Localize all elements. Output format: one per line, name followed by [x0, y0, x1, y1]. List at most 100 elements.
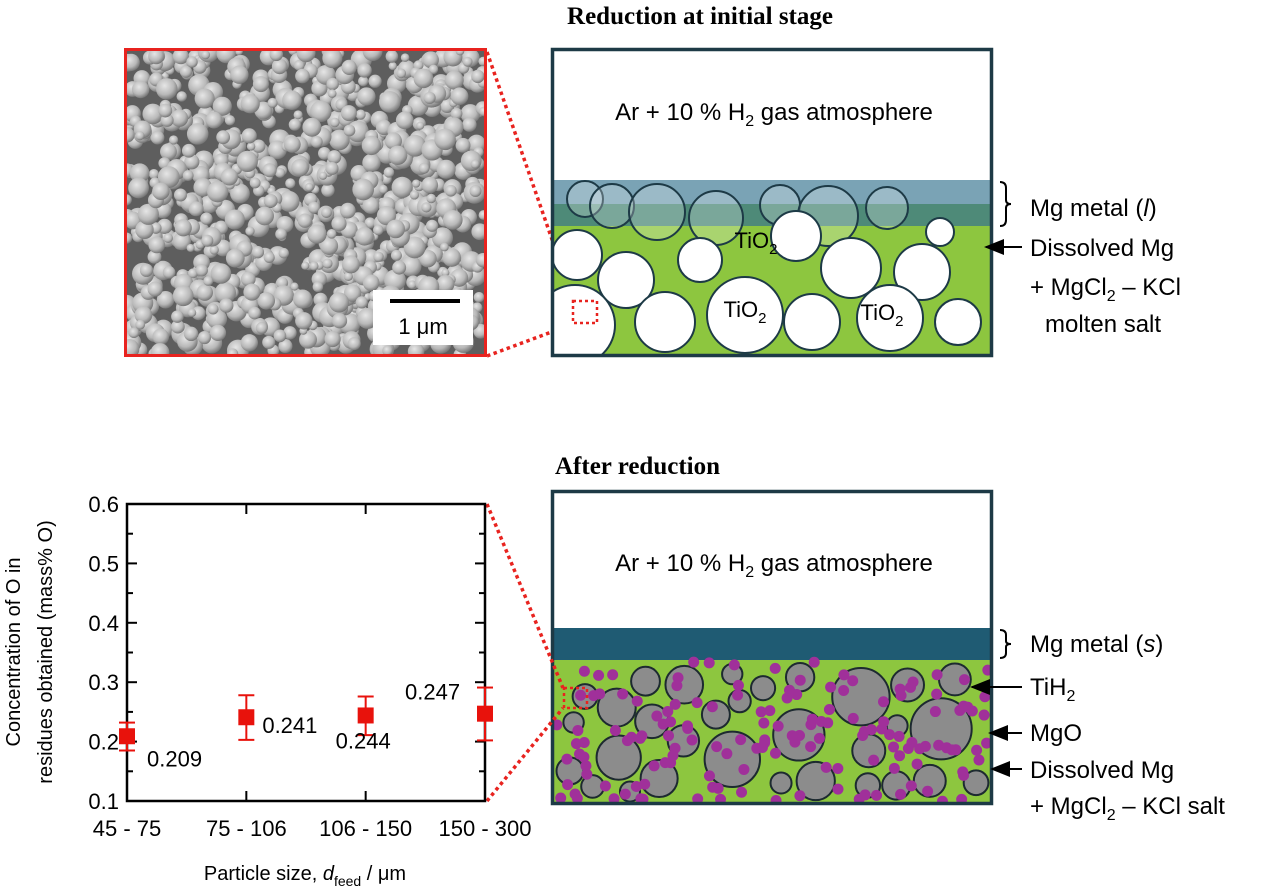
sem-grain — [340, 105, 357, 122]
sem-grain — [148, 236, 166, 254]
data-point: 0.209 — [119, 721, 202, 771]
sem-grain — [460, 104, 481, 124]
sem-grain — [183, 326, 199, 342]
tio2-particle — [589, 183, 635, 229]
sem-grain — [307, 224, 327, 244]
sem-grain — [355, 296, 368, 309]
data-label: 0.241 — [262, 713, 317, 738]
sem-grain — [312, 281, 324, 293]
sem-grain — [362, 197, 380, 214]
tih2-particle — [769, 771, 793, 795]
sem-grain — [135, 319, 146, 330]
mgo-particle — [630, 780, 642, 792]
marker-square — [238, 709, 255, 726]
sem-grain — [214, 282, 237, 304]
sem-grain — [425, 219, 439, 232]
mgo-particle — [770, 794, 782, 803]
mgo-particle — [721, 748, 733, 760]
sem-grain — [171, 319, 185, 334]
zoom-region-marker — [562, 686, 589, 710]
sem-grain — [436, 159, 456, 179]
marker-square — [357, 707, 374, 724]
sem-grain — [475, 252, 485, 268]
sem-grain — [322, 50, 343, 69]
top-panel-title: Reduction at initial stage — [567, 3, 833, 30]
mgo-particle — [621, 735, 633, 747]
sem-grain — [200, 212, 213, 225]
sem-grain — [310, 135, 323, 148]
mg-metal-liquid-label: Mg metal (l) — [1030, 195, 1157, 222]
tio2-particle — [925, 217, 955, 247]
sem-grain — [126, 53, 140, 72]
y-tick-label: 0.6 — [88, 492, 119, 517]
mgo-particle — [569, 788, 581, 800]
sem-grain — [407, 343, 425, 355]
sem-grain — [299, 330, 317, 349]
sem-grain — [224, 115, 236, 126]
sem-grain — [203, 275, 214, 286]
mgo-particle — [982, 664, 991, 676]
sem-grain — [201, 234, 214, 247]
sem-grain — [255, 322, 268, 334]
sem-grain — [418, 162, 430, 174]
sem-grain — [273, 329, 287, 343]
sem-grain — [291, 158, 309, 177]
mgo-particle — [957, 766, 969, 778]
sem-grain — [209, 245, 219, 255]
mgo-particle — [871, 789, 883, 801]
mgo-particle — [805, 741, 817, 753]
y-tick-label: 0.3 — [88, 670, 119, 695]
sem-grain — [412, 179, 421, 188]
mgo-particle — [706, 701, 718, 713]
sem-grain — [362, 153, 381, 173]
sem-grain — [160, 143, 177, 161]
sem-grain — [186, 243, 195, 253]
mgo-particle — [958, 674, 970, 686]
sem-grain — [382, 345, 393, 355]
sem-grain — [262, 335, 276, 349]
sem-grain — [262, 163, 277, 178]
sem-grain — [296, 50, 316, 63]
sem-grain — [240, 94, 260, 114]
sem-grain — [207, 180, 229, 203]
sem-grain — [257, 292, 276, 310]
mgo-particle — [893, 730, 905, 742]
sem-grain — [147, 281, 163, 297]
mgo-particle — [894, 683, 906, 695]
salt-label-line1: Dissolved Mg — [1030, 235, 1174, 262]
sem-grain — [162, 266, 176, 279]
mgo-particle — [609, 724, 621, 736]
sem-grain — [282, 90, 302, 111]
mgo-particle — [859, 789, 871, 801]
mgo-particle — [570, 738, 582, 750]
sem-grain — [361, 135, 382, 156]
scale-bar: 1 μm — [373, 290, 473, 345]
gas-atmosphere-label: Ar + 10 % H2 gas atmosphere — [615, 550, 933, 581]
mgo-particle — [931, 688, 943, 700]
sem-grain — [157, 166, 180, 188]
sem-grain — [171, 310, 184, 323]
sem-grain — [442, 248, 461, 267]
mgo-particle — [578, 665, 590, 677]
zoom-lines-bottom — [485, 503, 565, 803]
sem-grain — [172, 285, 194, 307]
sem-grain — [295, 312, 313, 330]
sem-grain — [131, 80, 150, 99]
mgo-particle — [878, 716, 890, 728]
sem-grain — [137, 203, 159, 225]
sem-grain — [321, 207, 332, 218]
sem-grain — [343, 124, 356, 137]
mgo-particle — [682, 722, 694, 734]
sem-grain — [290, 282, 299, 291]
mgo-particle — [794, 674, 806, 686]
sem-grain — [187, 268, 198, 279]
sem-grain — [176, 91, 187, 102]
mgo-particle — [888, 741, 900, 753]
mgo-particle — [931, 669, 943, 681]
sem-grain — [471, 69, 485, 84]
mgo-particle — [808, 656, 820, 668]
tio2-particle — [934, 298, 982, 346]
mgo-particle — [593, 669, 605, 681]
mgo-particle — [823, 704, 835, 716]
sem-grain — [390, 249, 402, 261]
